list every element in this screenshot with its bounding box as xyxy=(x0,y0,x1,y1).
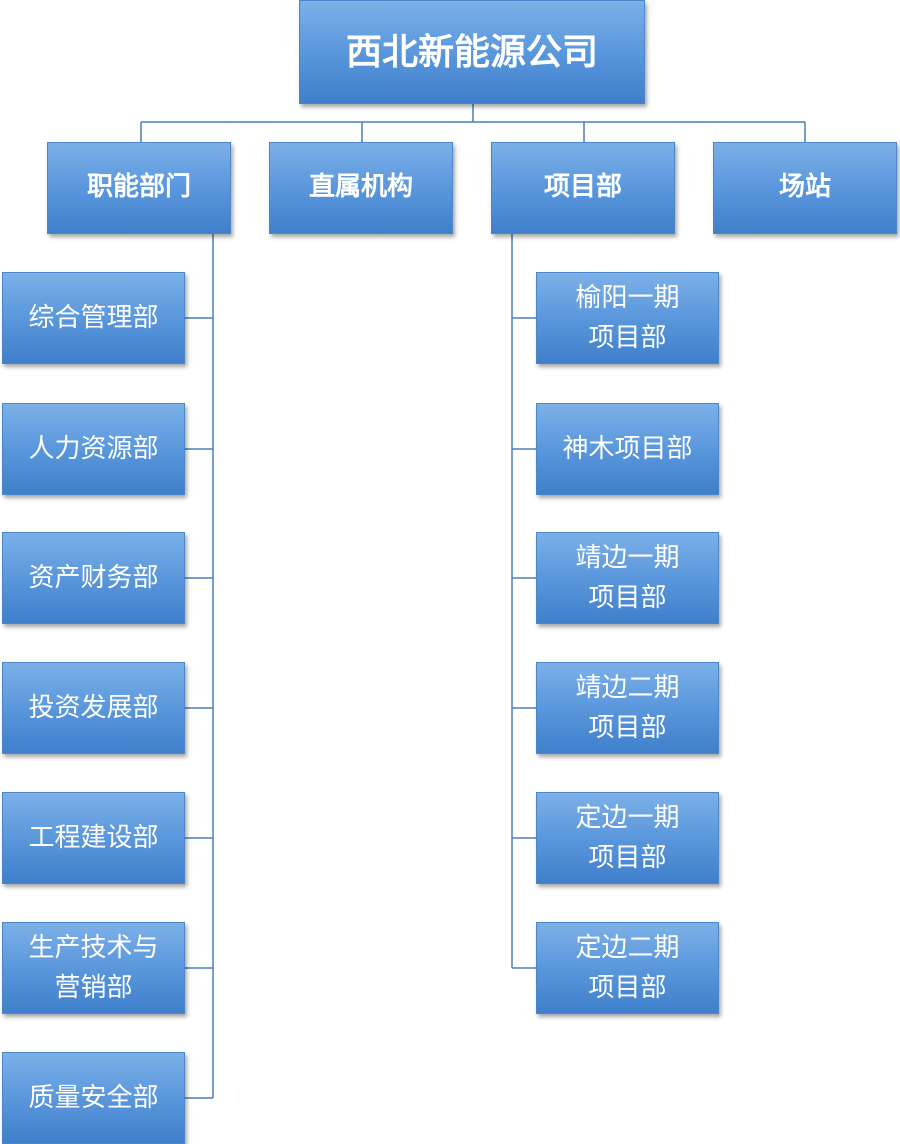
project-node-5: 定边一期项目部 xyxy=(536,792,719,884)
node-label: 场站 xyxy=(778,172,831,203)
project-node-2: 神木项目部 xyxy=(536,403,719,495)
project-node-1: 榆阳一期项目部 xyxy=(536,272,719,364)
project-node-label-line: 靖边二期 xyxy=(575,672,680,703)
functional-node-6: 生产技术与营销部 xyxy=(2,922,185,1014)
project-node-3: 靖边一期项目部 xyxy=(536,532,719,624)
functional-node-label-line: 工程建设部 xyxy=(28,822,159,853)
project-node-label-line: 项目部 xyxy=(588,583,667,613)
root-node-company: 西北新能源公司 xyxy=(299,0,645,104)
functional-node-label-line: 生产技术与 xyxy=(28,932,159,963)
functional-node-label-line: 投资发展部 xyxy=(28,692,159,723)
project-node-label-line: 定边二期 xyxy=(575,932,680,963)
project-node-label-line: 神木项目部 xyxy=(562,433,693,464)
functional-node-label-line: 综合管理部 xyxy=(28,302,159,333)
functional-node-label-line: 质量安全部 xyxy=(28,1082,159,1113)
node-project-departments: 项目部 xyxy=(491,142,675,234)
project-node-label-line: 项目部 xyxy=(588,323,667,353)
functional-node-label-line: 营销部 xyxy=(54,973,133,1003)
node-label: 项目部 xyxy=(543,172,622,203)
project-node-4: 靖边二期项目部 xyxy=(536,662,719,754)
project-node-label-line: 定边一期 xyxy=(575,802,680,833)
project-node-label-line: 靖边一期 xyxy=(575,542,680,573)
node-affiliated-institutions: 直属机构 xyxy=(269,142,453,234)
project-node-label-line: 项目部 xyxy=(588,843,667,873)
project-node-label-line: 项目部 xyxy=(588,713,667,743)
functional-node-3: 资产财务部 xyxy=(2,532,185,624)
project-node-6: 定边二期项目部 xyxy=(536,922,719,1014)
node-functional-departments: 职能部门 xyxy=(47,142,231,234)
node-label: 直属机构 xyxy=(308,172,413,203)
functional-node-4: 投资发展部 xyxy=(2,662,185,754)
functional-node-1: 综合管理部 xyxy=(2,272,185,364)
node-stations: 场站 xyxy=(713,142,897,234)
functional-node-5: 工程建设部 xyxy=(2,792,185,884)
functional-node-label-line: 人力资源部 xyxy=(28,433,159,464)
functional-node-7: 质量安全部 xyxy=(2,1052,185,1144)
functional-node-label-line: 资产财务部 xyxy=(28,562,159,593)
root-node-label: 西北新能源公司 xyxy=(345,30,598,73)
functional-node-2: 人力资源部 xyxy=(2,403,185,495)
project-node-label-line: 项目部 xyxy=(588,973,667,1003)
project-node-label-line: 榆阳一期 xyxy=(575,282,680,313)
node-label: 职能部门 xyxy=(86,172,191,203)
